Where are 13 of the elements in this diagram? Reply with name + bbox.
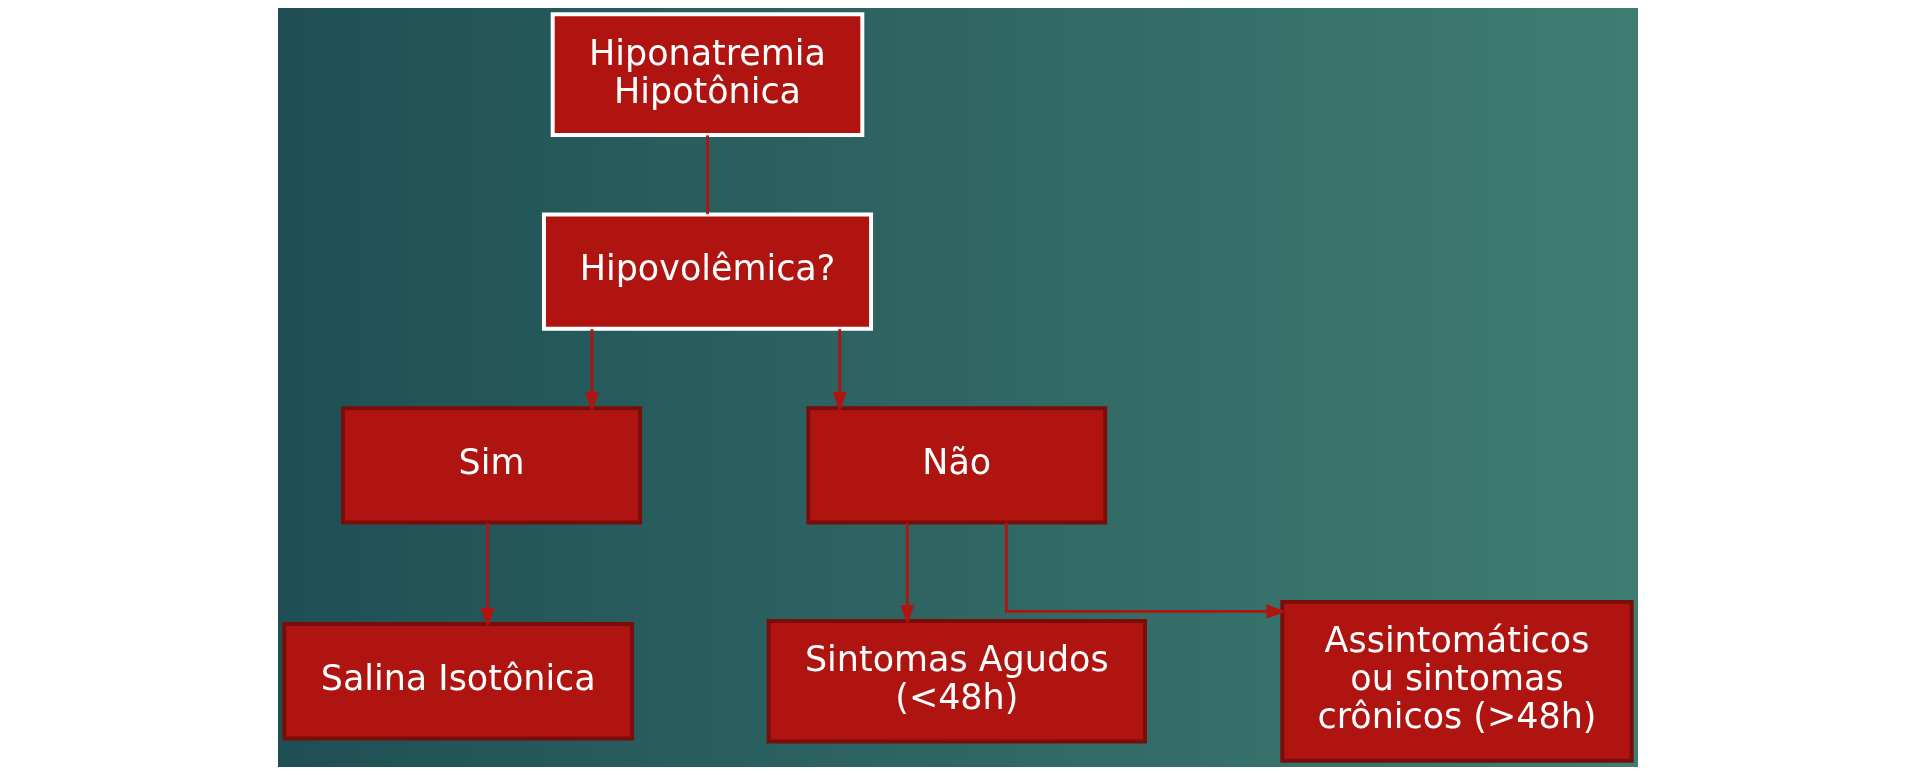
arrow — [1004, 522, 1287, 619]
node-box: Assintomáticos ou sintomas crônicos (>48h) — [1280, 599, 1634, 763]
node-box: Sintomas Agudos (<48h) — [766, 618, 1147, 744]
arrow — [585, 329, 599, 412]
node-box: Não — [806, 406, 1108, 525]
node-box: Hiponatremia Hipotônica — [550, 12, 865, 137]
arrow — [832, 329, 847, 412]
arrow — [900, 522, 915, 625]
connector — [706, 135, 709, 215]
node-box: Hipovolêmica? — [542, 212, 874, 331]
node-box: Salina Isotônica — [282, 622, 635, 741]
node-box: Sim — [341, 406, 642, 525]
arrow — [480, 522, 495, 628]
